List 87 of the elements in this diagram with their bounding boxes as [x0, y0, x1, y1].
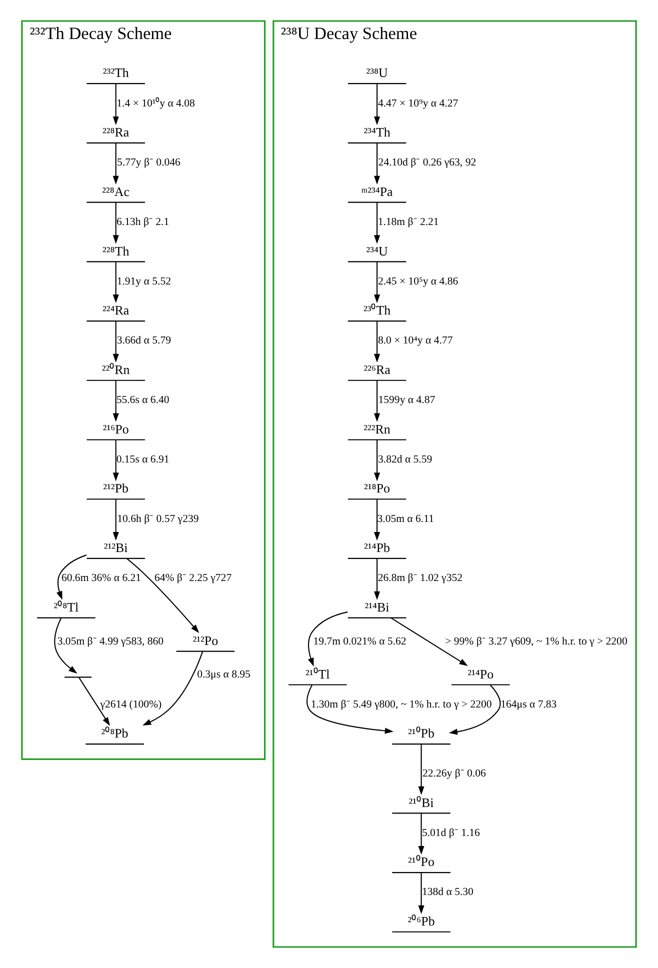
arrow [374, 499, 380, 541]
arrow [374, 380, 380, 422]
edge-label: 2.45 × 10⁵y α 4.86 [378, 275, 458, 288]
arrow [306, 684, 394, 734]
edge-label: 4.47 × 10⁹y α 4.27 [378, 97, 458, 110]
edge-label: 138d α 5.30 [422, 886, 474, 898]
edge-label: 1.4 × 10¹⁰y α 4.08 [116, 97, 195, 110]
edge-label: 3.05m α 6.11 [377, 512, 434, 525]
node-text: ²²⁶Ra [364, 362, 390, 378]
node-text: ²¹⁴Pb [364, 540, 390, 556]
arrow [374, 440, 380, 482]
arrow [418, 872, 424, 914]
arrow [448, 684, 501, 735]
node-text: ²¹²Po [192, 632, 218, 648]
arrow [126, 558, 200, 634]
node-text: ²¹⁴Bi [364, 599, 390, 614]
arrow [142, 651, 204, 726]
edge-label: 3.66d α 5.79 [116, 334, 171, 347]
node-text: ²²⁸Th [102, 243, 130, 258]
node-text: ²²⁸Ra [102, 124, 130, 140]
arrow [418, 813, 424, 855]
edge-label: > 99% β⁻ 3.27 γ609, ~ 1% h.r. to γ > 2200 [445, 635, 628, 648]
node-text: ²⁰⁶Pb [408, 914, 435, 929]
edge-label: 6.13h β⁻ 2.1 [116, 216, 170, 228]
arrow [374, 321, 380, 363]
arrow [112, 202, 119, 244]
edge-label: γ2614 (100%) [100, 698, 162, 710]
edge-label: 26.8m β⁻ 1.02 γ352 [378, 572, 463, 584]
node-text: ²²⁸Ac [102, 184, 130, 199]
arrow [418, 744, 424, 796]
edge-label: 64% β⁻ 2.25 γ727 [154, 572, 232, 584]
node-text: ²³⁰Th [363, 302, 391, 318]
arrow [374, 84, 380, 126]
arrow [112, 84, 119, 126]
arrow [56, 554, 87, 600]
edge-label: 8.0 × 10⁴y α 4.77 [378, 334, 453, 347]
arrow [112, 440, 119, 482]
node-text: ²¹²Bi [104, 540, 128, 556]
edge-label: 1.91y α 5.52 [116, 275, 171, 288]
arrow [112, 143, 119, 184]
arrow [112, 499, 119, 541]
edge-label: 1599y α 4.87 [378, 394, 436, 406]
node-text: ²¹⁰Bi [408, 794, 434, 810]
edge-label: 3.82d α 5.59 [378, 453, 432, 466]
arrow [112, 380, 119, 422]
node-text: ²¹⁰Pb [408, 726, 434, 741]
node-text: ᵐ²³⁴Pa [361, 184, 393, 199]
arrow [308, 611, 348, 667]
node-text: ²³⁴Th [364, 124, 390, 140]
node-text: ²¹²Pb [103, 480, 129, 496]
node-bar [64, 676, 92, 678]
edge-label: 24.10d β⁻ 0.26 γ63, 92 [378, 156, 476, 169]
edge-label: 0.3μs α 8.95 [197, 668, 250, 681]
edge-label: 10.6h β⁻ 0.57 γ239 [117, 512, 199, 525]
node-text: ²²⁴Ra [102, 302, 130, 318]
node-text: ²²²Rn [364, 421, 390, 436]
node-text: ²³⁴U [366, 243, 388, 258]
node-text: ²⁰⁸Tl [54, 599, 79, 614]
node-text: ²³²Th [102, 65, 129, 80]
arrow [112, 321, 119, 363]
node-text: ²¹⁰Po [408, 854, 434, 870]
arrow [78, 677, 110, 726]
edge-label: 5.77y β⁻ 0.046 [117, 156, 180, 169]
edge-label: 5.01d β⁻ 1.16 [422, 826, 480, 839]
edge-label: 3.05m β⁻ 4.99 γ583, 860 [57, 635, 164, 648]
edge-label: 55.6s α 6.40 [116, 394, 170, 406]
edge-label: 22.26y β⁻ 0.06 [422, 767, 486, 780]
node-text: ²⁰⁸Pb [101, 726, 128, 741]
edge-label: 1.30m β⁻ 5.49 γ800, ~ 1% h.r. to γ > 2200 [310, 698, 492, 710]
node-text: ²²⁰Rn [102, 362, 130, 378]
edge-label: 19.7m 0.021% α 5.62 [313, 635, 406, 648]
edge-label: 0.15s α 6.91 [116, 453, 170, 466]
edge-label: 164μs α 7.83 [500, 698, 557, 710]
arrow [112, 262, 119, 304]
arrow [374, 202, 380, 244]
arrow [54, 618, 78, 674]
arrow [374, 262, 380, 304]
edge-label: 1.18m β⁻ 2.21 [378, 216, 439, 228]
node-text: ²¹⁸Po [364, 480, 390, 496]
arrow [390, 617, 468, 666]
edge-label: 60.6m 36% α 6.21 [61, 572, 142, 584]
node-text: ²¹⁰Tl [306, 666, 330, 682]
node-text: ²³⁸U [366, 65, 388, 80]
node-text: ²¹⁴Po [468, 666, 494, 682]
node-text: ²¹⁶Po [102, 421, 129, 436]
arrow [374, 558, 380, 600]
arrow [374, 143, 380, 184]
